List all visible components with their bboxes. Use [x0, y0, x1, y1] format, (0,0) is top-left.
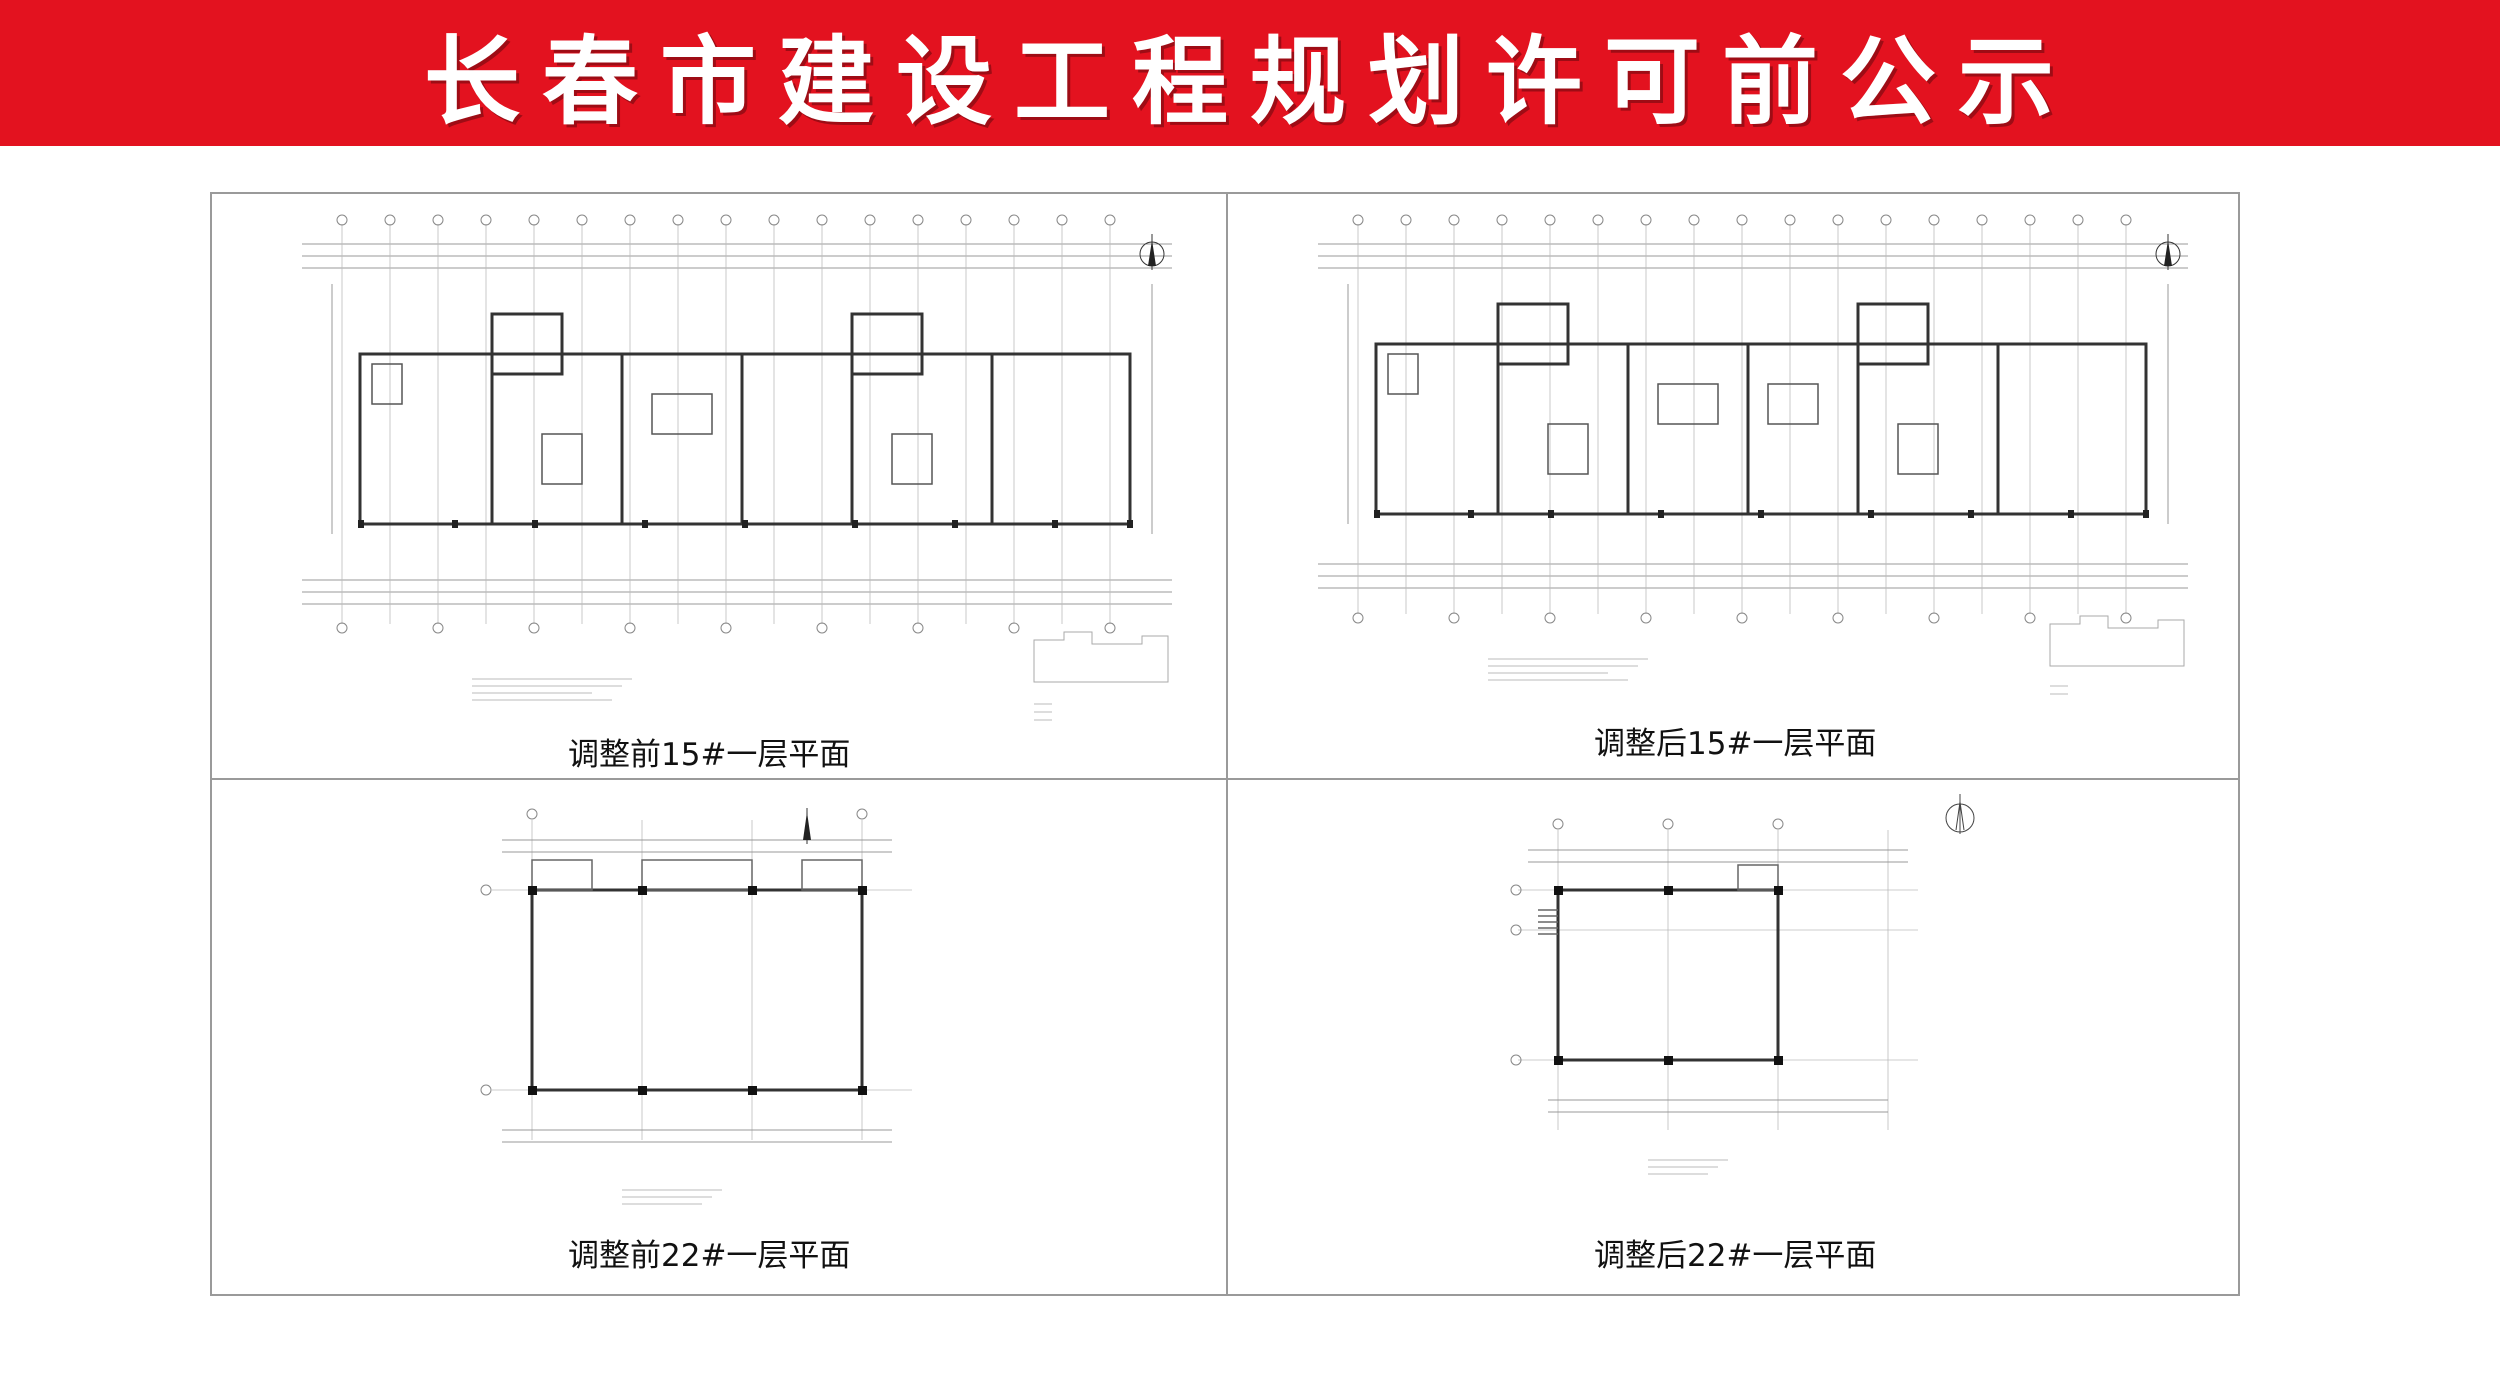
north-arrow-before-22 [803, 808, 811, 844]
panel-before-15: 调整前15#一层平面 [212, 194, 1226, 778]
caption-after-15: 调整后15#一层平面 [1594, 726, 1877, 762]
floor-plan-before-22 [480, 808, 912, 1205]
horizontal-divider [212, 778, 2238, 780]
caption-before-22: 调整前22#一层平面 [568, 1238, 851, 1274]
panel-before-22: 调整前22#一层平面 [212, 780, 1226, 1296]
caption-after-22: 调整后22#一层平面 [1594, 1238, 1877, 1274]
vertical-divider [1226, 194, 1228, 1294]
header-banner: 长春市建设工程规划许可前公示 [0, 0, 2500, 146]
drawing-board: 调整前15#一层平面 [210, 192, 2240, 1296]
floor-plan-after-22 [1510, 818, 1918, 1175]
panel-after-22: 调整后22#一层平面 [1228, 780, 2242, 1296]
north-arrow-after-22 [1945, 794, 1975, 834]
floor-plan-after-15 [1318, 214, 2188, 695]
banner-title: 长春市建设工程规划许可前公示 [424, 25, 2076, 138]
caption-before-15: 调整前15#一层平面 [568, 737, 851, 773]
floor-plan-before-15 [302, 214, 1172, 721]
panel-after-15: 调整后15#一层平面 [1228, 194, 2242, 778]
